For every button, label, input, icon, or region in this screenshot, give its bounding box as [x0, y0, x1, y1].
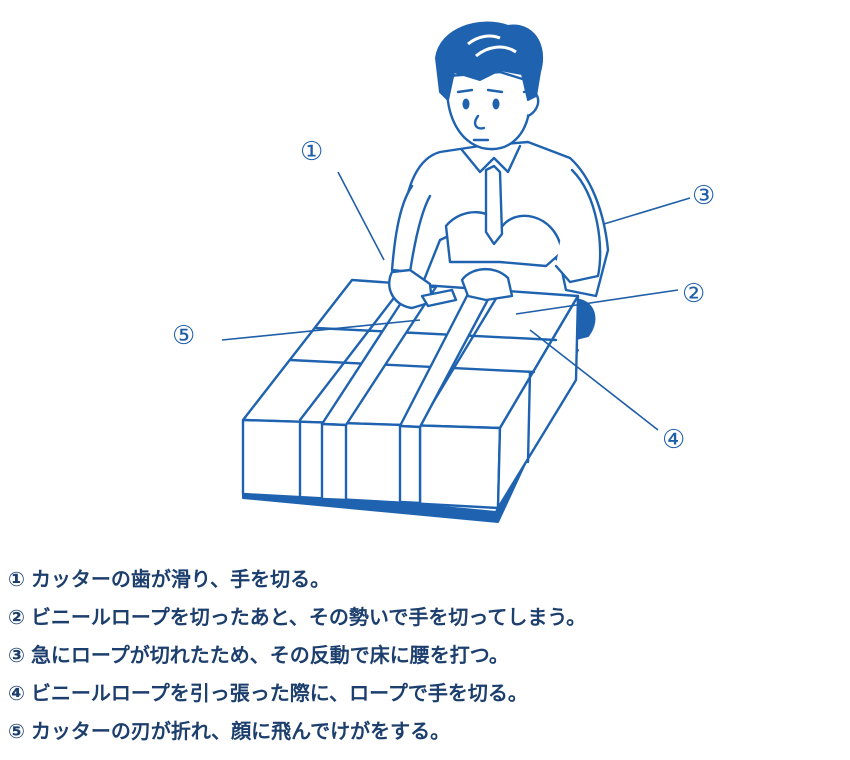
leader-line-3: [603, 197, 691, 225]
worker-hair-highlight: [467, 34, 517, 58]
worker-collar: [460, 144, 522, 174]
worker-face: [446, 70, 534, 151]
callout-1: ①: [300, 137, 323, 167]
worker-right-hand: [460, 268, 514, 302]
leader-line-1: [337, 171, 385, 261]
worker-hair: [435, 21, 543, 101]
leader-line-4: [529, 329, 659, 431]
hazard-text: 急にロープが切れたため、その反動で床に腰を打つ。: [30, 643, 509, 667]
box-front: [241, 418, 502, 510]
worker-left-eye: [462, 98, 470, 110]
callout-3: ③: [692, 181, 715, 211]
box-shadow: [242, 349, 579, 523]
worker-nose: [473, 114, 486, 130]
worker-eyebrows: [456, 88, 504, 94]
worker-right-arm: [554, 168, 602, 284]
hazard-number: ⑤: [8, 719, 25, 743]
hazard-number: ④: [8, 681, 25, 705]
box-top-seams: [288, 288, 558, 426]
hazard-text: ビニールロープを切ったあと、その勢いで手を切ってしまう。: [30, 605, 587, 629]
hazard-text: カッターの刃が折れ、顔に飛んでけがをする。: [30, 719, 451, 743]
hazard-number: ①: [8, 567, 25, 591]
rope-band-left-front: [320, 422, 348, 502]
cutter: [420, 288, 458, 308]
worker-left-arm: [390, 184, 432, 274]
worker-cutting-rope-illustration: ① ② ③ ④ ⑤: [172, 21, 715, 523]
rope-band-right-front: [398, 424, 422, 505]
hazard-text: カッターの歯が滑り、手を切る。: [30, 567, 331, 591]
leader-line-2: [515, 289, 679, 315]
callout-2: ②: [682, 279, 705, 309]
hazard-number: ②: [8, 605, 25, 629]
callout-4: ④: [662, 425, 685, 455]
leader-line-5: [221, 319, 421, 341]
worker-left-hand: [388, 268, 434, 310]
worker-right-eye: [492, 98, 500, 110]
hazard-text: ビニールロープを引っ張った際に、ロープで手を切る。: [30, 681, 528, 705]
worker-tie: [484, 164, 504, 246]
hazard-number: ③: [8, 643, 25, 667]
callout-5: ⑤: [172, 321, 195, 351]
